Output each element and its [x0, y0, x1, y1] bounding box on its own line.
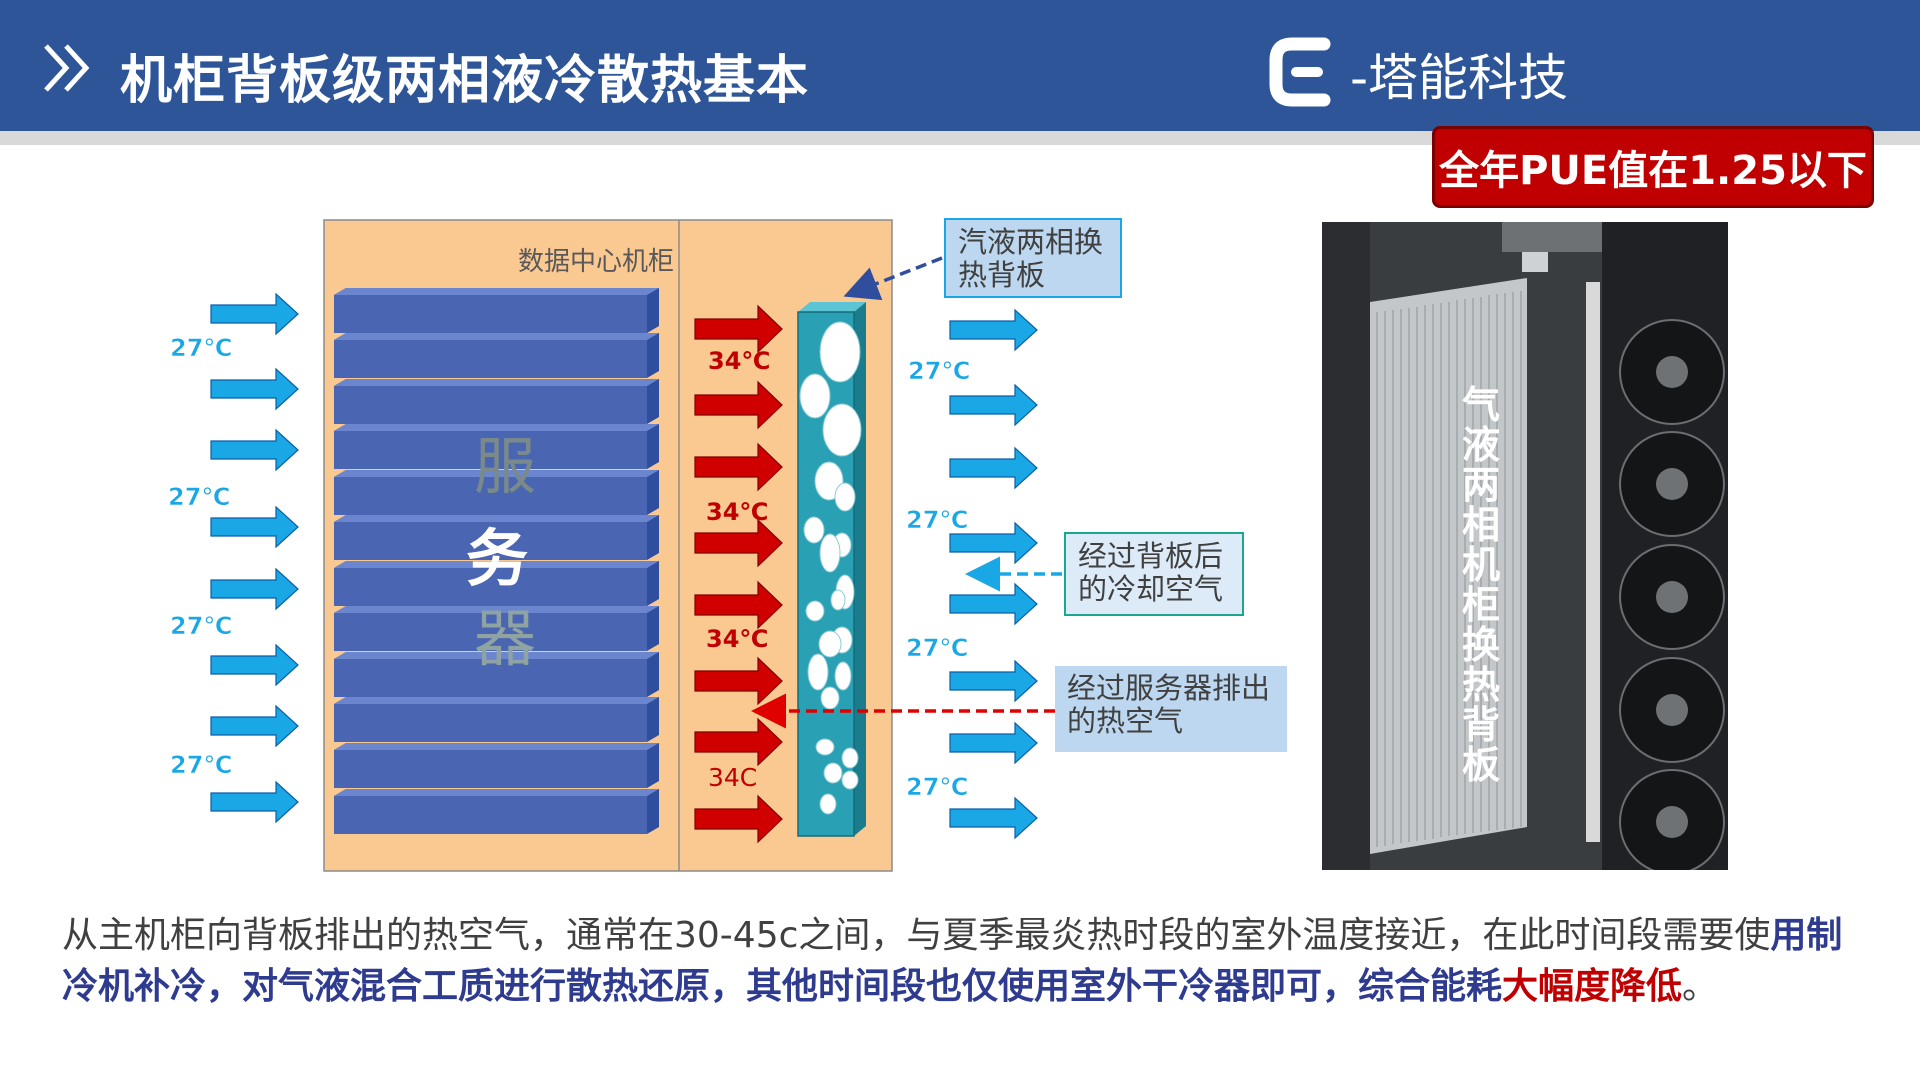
hot-temp-label: 34℃	[708, 347, 770, 375]
description-emphasis: 大幅度降低	[1502, 966, 1683, 1007]
company-logo-icon	[1269, 37, 1331, 107]
hot-air-arrow	[694, 442, 783, 492]
pue-badge: 全年PUE值在1.25以下	[1432, 126, 1874, 208]
inlet-temp-label: 27℃	[168, 483, 230, 511]
inlet-arrow	[210, 780, 299, 824]
outlet-arrow	[949, 383, 1038, 427]
inlet-temp-label: 27℃	[170, 751, 232, 779]
server-blade	[334, 606, 659, 651]
description-line-1: 从主机柜向背板排出的热空气，通常在30-45c之间，与夏季最炎热时段的室外温度接…	[62, 915, 1771, 956]
server-blade	[334, 379, 659, 424]
server-blade	[334, 288, 659, 333]
page-title: 机柜背板级两相液冷散热基本	[120, 51, 810, 111]
server-blade	[334, 697, 659, 742]
hot-air-arrow	[694, 717, 783, 767]
backplate-exchanger	[797, 302, 866, 837]
outlet-arrow	[949, 446, 1038, 490]
hot-air-arrow	[694, 304, 783, 354]
inlet-arrow	[210, 367, 299, 411]
photo-vertical-label: 气液两相机柜换热背板	[1461, 383, 1500, 787]
server-blade	[334, 515, 659, 560]
server-label-char-1: 服	[474, 433, 536, 502]
hot-air-arrow	[694, 580, 783, 630]
hot-air-arrow	[694, 380, 783, 430]
outlet-temp-label: 27℃	[908, 357, 970, 385]
inlet-arrow	[210, 428, 299, 472]
description-paragraph: 从主机柜向背板排出的热空气，通常在30-45c之间，与夏季最炎热时段的室外温度接…	[62, 910, 1862, 1012]
header-bar	[0, 0, 1920, 131]
outlet-arrow	[949, 796, 1038, 840]
server-label-char-2: 务	[466, 525, 528, 594]
outlet-arrow	[949, 721, 1038, 765]
outlet-temp-label: 27℃	[906, 506, 968, 534]
hot-air-callout: 经过服务器排出的热空气	[1055, 666, 1287, 752]
backplate-callout: 汽液两相换热背板	[944, 218, 1122, 298]
inlet-arrow	[210, 292, 299, 336]
server-blade	[334, 470, 659, 515]
server-blade	[334, 743, 659, 788]
server-blades	[334, 288, 659, 834]
server-label-char-3: 器	[474, 605, 536, 674]
inlet-arrows	[210, 292, 299, 824]
hot-air-arrow	[694, 656, 783, 706]
server-blade	[334, 561, 659, 606]
hot-temp-label: 34℃	[706, 625, 768, 653]
cabinet-label: 数据中心机柜	[518, 246, 674, 276]
description-end: 。	[1682, 966, 1719, 1007]
inlet-arrow	[210, 643, 299, 687]
outlet-arrow	[949, 582, 1038, 626]
cooled-air-callout: 经过背板后的冷却空气	[1064, 532, 1244, 616]
inlet-temp-label: 27℃	[170, 612, 232, 640]
outlet-arrow	[949, 308, 1038, 352]
hot-air-arrow	[694, 518, 783, 568]
server-blade	[334, 652, 659, 697]
inlet-temp-label: 27℃	[170, 334, 232, 362]
company-name: -塔能科技	[1350, 49, 1569, 107]
hot-air-arrows	[694, 304, 783, 844]
server-blade	[334, 789, 659, 834]
outlet-arrow	[949, 659, 1038, 703]
double-chevron-icon	[44, 44, 90, 92]
hot-air-arrow	[694, 794, 783, 844]
inlet-arrow	[210, 505, 299, 549]
inlet-arrow	[210, 704, 299, 748]
outlet-temp-label: 27℃	[906, 773, 968, 801]
hot-temp-label: 34℃	[706, 498, 768, 526]
hot-temp-label: 34C	[708, 763, 757, 792]
outlet-arrow	[949, 521, 1038, 565]
outlet-arrows	[949, 308, 1038, 840]
description-line-2: 用制冷机补冷，对气液混合工质进行散热还原，其他时间段也仅使用室外干冷器即可，综合…	[62, 915, 1843, 1007]
backplate-photo	[1322, 222, 1728, 870]
inlet-arrow	[210, 567, 299, 611]
outlet-temp-label: 27℃	[906, 634, 968, 662]
server-blade	[334, 424, 659, 469]
server-blade	[334, 333, 659, 378]
